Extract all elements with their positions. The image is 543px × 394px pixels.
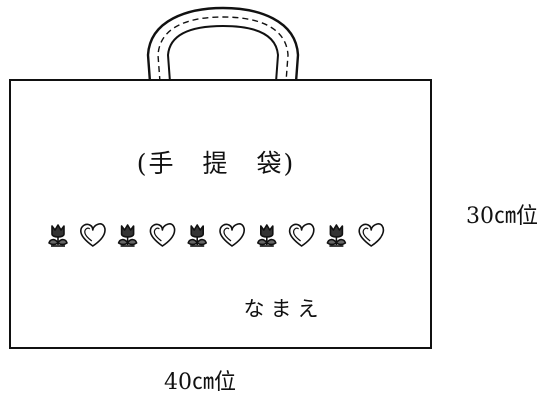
name-label: なまえ	[244, 297, 325, 321]
tulip-icon	[117, 224, 138, 247]
handle-outer	[146, 6, 300, 83]
tulip-icon	[48, 224, 68, 247]
heart-icon	[80, 223, 106, 247]
bag-body	[9, 79, 432, 349]
heart-icon	[149, 223, 176, 247]
motif-row	[48, 223, 385, 247]
bag-title: (手 提 袋)	[137, 149, 296, 178]
heart-icon	[288, 223, 315, 247]
height-dimension-label: 30㎝位	[466, 204, 538, 229]
heart-icon	[219, 223, 245, 247]
width-dimension-label: 40㎝位	[164, 370, 236, 394]
tulip-icon	[256, 224, 277, 247]
heart-icon	[358, 223, 385, 247]
tulip-icon	[187, 224, 207, 247]
handle-stitch	[157, 16, 289, 83]
tulip-icon	[326, 224, 347, 247]
bag-handle	[146, 6, 300, 83]
handle-inner	[166, 24, 280, 83]
